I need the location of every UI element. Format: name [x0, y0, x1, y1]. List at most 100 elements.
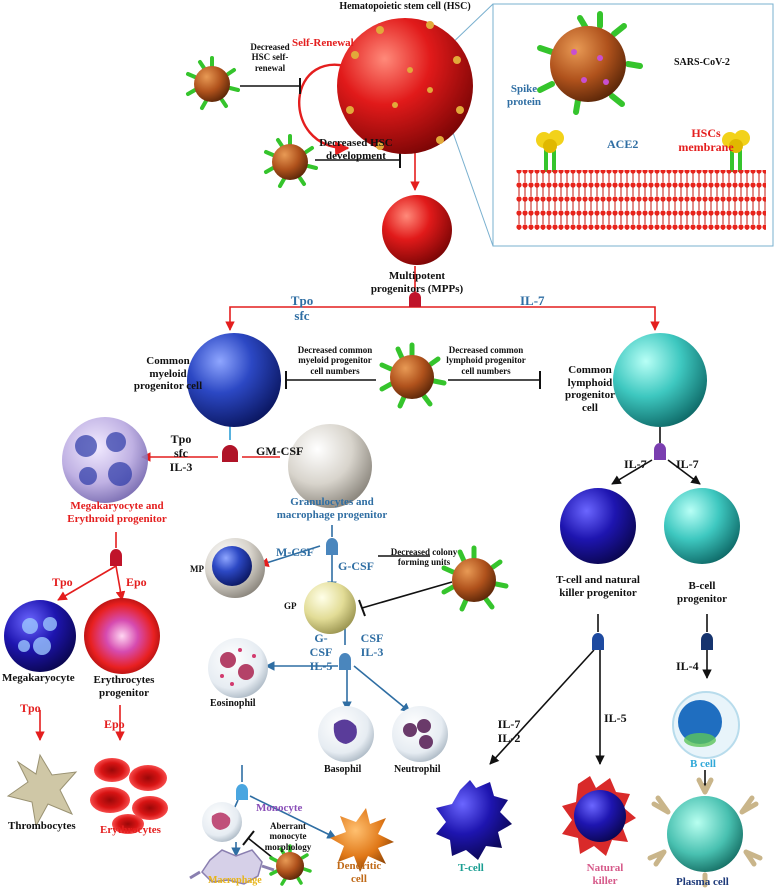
b-cell-label: B cell: [690, 758, 716, 770]
clp-to-bprog-arrow: [667, 459, 701, 485]
eosinophil-label: Eosinophil: [210, 698, 256, 709]
cytokine-il7-il2: IL-7 IL-2: [497, 717, 521, 745]
gp-node-to-neutrophil-arrow: [353, 665, 411, 713]
virus-icon-colony: [441, 545, 509, 612]
effect-myeloid-label: Decreased common myeloid progenitor cell…: [297, 345, 373, 376]
self-renewal-label: Self-Renewal: [292, 37, 354, 49]
sars-cov-2-virus-large: [537, 11, 643, 115]
cytokine-il7-right: IL-7: [676, 457, 699, 471]
cytokine-tpo-down: Tpo: [20, 701, 41, 715]
mpp-cell: [382, 195, 452, 265]
inset-box: [492, 3, 774, 247]
mp-label: MP: [190, 564, 204, 574]
inset-membrane-label: HSCs membrane: [678, 126, 734, 154]
effect-colony-label: Decreased colony forming units: [390, 547, 458, 568]
connectors: [35, 3, 712, 863]
effect-lymphoid-label: Decreased common lymphoid progenitor cel…: [446, 345, 526, 376]
self-renewal-loop: [297, 63, 359, 156]
virus-icon-monocyte: [269, 844, 312, 886]
cells: [4, 3, 774, 888]
basophil-label: Basophil: [324, 764, 362, 775]
inhibit-mono-bar: [242, 830, 255, 846]
cmp-cell: [187, 333, 281, 427]
virus-icons: [186, 56, 509, 886]
virus-icon-development: [264, 134, 318, 188]
decreased-development-label: Decreased HSC development: [319, 137, 393, 162]
mpp-label: Multipotent progenitors (MPPs): [370, 270, 464, 295]
clp-to-tnk-arrow: [611, 459, 653, 485]
erythrocyte-progenitor-cell: [84, 598, 160, 674]
hsc-cell: [337, 18, 473, 154]
dendritic-label: Dendritic cell: [336, 860, 382, 885]
cytokine-il7-top: IL-7: [520, 293, 545, 308]
dendritic-cell: [330, 808, 394, 872]
node-eos: [236, 784, 248, 800]
inset-virus-label: SARS-CoV-2: [674, 57, 730, 68]
node-clp: [654, 443, 666, 460]
tnk-progenitor-cell: [560, 488, 636, 564]
eosinophil-cell: [208, 638, 268, 698]
tnk-progenitor-label: T-cell and natural killer progenitor: [556, 574, 640, 599]
mep-label: Megakaryocyte and Erythroid progenitor: [67, 500, 167, 525]
pathway-nodes: [110, 292, 713, 800]
cytokine-g-csf: G-CSF: [338, 559, 374, 573]
split-to-clp-arrow: [415, 306, 660, 331]
macrophage-label: Macrophage: [208, 875, 262, 886]
decreased-self-renewal-label: Decreased HSC self-renewal: [250, 42, 290, 73]
cytokine-tpo-sfc-top: Tpo sfc: [290, 293, 314, 323]
cytokine-tpo-sfc-il3: Tpo sfc IL-3: [169, 432, 193, 474]
cytokine-gm-csf: GM-CSF: [256, 444, 304, 458]
node-tnk: [592, 633, 604, 650]
erythrocyte-cells: [90, 758, 168, 834]
megakaryocyte-label: Megakaryocyte: [2, 672, 75, 684]
neutrophil-label: Neutrophil: [394, 764, 441, 775]
hscs-membrane: [516, 170, 766, 230]
clp-label: Common lymphoid progenitor cell: [565, 364, 615, 414]
split-to-cmp-arrow: [225, 306, 415, 331]
clp-cell: [613, 333, 707, 427]
cytokine-csf-il3: CSF IL-3: [360, 631, 384, 659]
node-mep: [110, 549, 122, 566]
mp-cell: [205, 538, 265, 598]
gmp-to-mp-arrow: [259, 545, 321, 567]
thrombocyte-cell: [6, 753, 78, 828]
ace2-receptor-left: [536, 130, 564, 172]
ace2-receptor-right: [722, 130, 750, 172]
cmp-label: Common myeloid progenitor cell: [133, 355, 203, 393]
cytokine-m-csf: M-CSF: [276, 545, 314, 559]
t-cell: [436, 780, 512, 860]
gmp-label: Granulocytes and macrophage progenitor: [276, 496, 388, 521]
gp-cell: [304, 582, 356, 634]
b-cell: [672, 691, 740, 759]
erythro-progenitor-label: Erythrocytes progenitor: [93, 674, 155, 699]
mep-cell: [62, 417, 148, 503]
b-progenitor-cell: [664, 488, 740, 564]
cytokine-tpo-left: Tpo: [52, 575, 73, 589]
nk-label: Natural killer: [586, 862, 624, 887]
mep-to-megakaryocyte-arrow: [57, 565, 117, 601]
neutrophil-cell: [392, 706, 448, 762]
plasma-cell: [647, 777, 763, 888]
cytokine-g-csf-il5: G-CSF IL-5: [309, 631, 333, 673]
mep-to-erythro-arrow: [115, 565, 126, 601]
cytokine-epo-down: Epo: [104, 717, 125, 731]
cytokine-il5: IL-5: [604, 711, 627, 725]
b-progenitor-label: B-cell progenitor: [677, 580, 727, 605]
node-mpp: [409, 292, 421, 307]
node-bprog: [701, 633, 713, 650]
virus-icon-self-renewal: [186, 56, 240, 110]
megakaryocyte-cell: [4, 600, 76, 672]
inset-ace2-label: ACE2: [607, 137, 639, 151]
virus-icon-progenitors: [379, 342, 447, 409]
node-cmp: [222, 445, 238, 462]
plasma-cell-label: Plasma cell: [676, 876, 729, 888]
inhibit-gp-line: [361, 581, 453, 609]
effect-monocyte-label: Aberrant monocyte morphology: [264, 821, 312, 852]
monocyte-cell: [202, 802, 242, 842]
inhibit-gp-bar: [358, 599, 366, 617]
tnk-to-tcell-arrow: [489, 649, 595, 765]
gmp-cell: [288, 424, 372, 508]
node-gmp: [326, 538, 338, 555]
node-gp: [339, 653, 351, 670]
